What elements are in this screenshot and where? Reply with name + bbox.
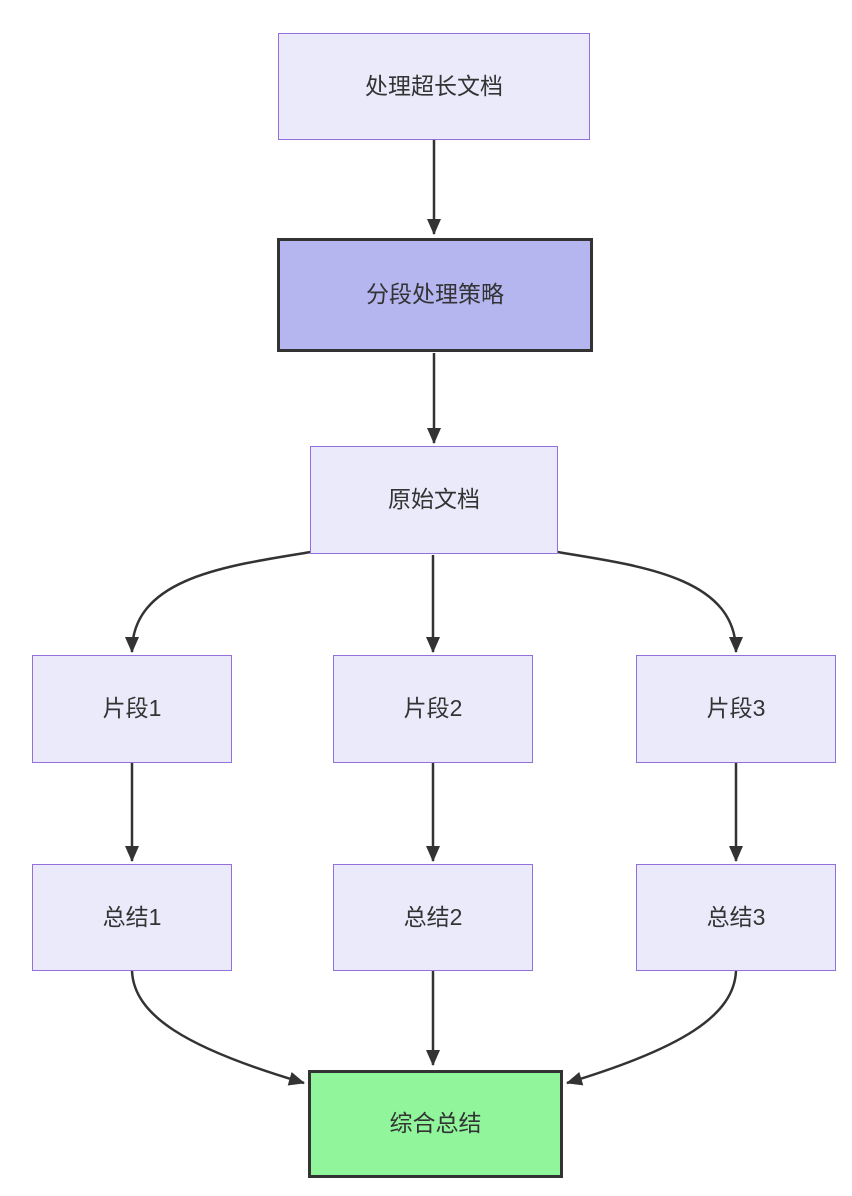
node-fragment-3-label: 片段3 xyxy=(706,695,766,722)
edge-sum3-final xyxy=(566,970,738,1086)
node-start-label: 处理超长文档 xyxy=(365,72,503,99)
node-strategy-label: 分段处理策略 xyxy=(366,281,504,308)
node-original-document: 原始文档 xyxy=(310,446,558,554)
edge-sum1-final xyxy=(130,970,305,1086)
node-summary-3-label: 总结3 xyxy=(706,903,766,930)
node-summary-3: 总结3 xyxy=(636,864,836,971)
node-fragment-3: 片段3 xyxy=(636,655,836,763)
node-fragment-2-label: 片段2 xyxy=(403,695,463,722)
node-summary-1: 总结1 xyxy=(32,864,232,971)
edge-doc-frag3 xyxy=(556,550,743,653)
node-original-document-label: 原始文档 xyxy=(388,486,480,513)
node-summary-2: 总结2 xyxy=(333,864,533,971)
node-strategy: 分段处理策略 xyxy=(277,238,593,352)
node-final-summary: 综合总结 xyxy=(308,1070,563,1178)
node-start: 处理超长文档 xyxy=(278,33,590,140)
node-final-summary-label: 综合总结 xyxy=(389,1110,482,1137)
node-fragment-1-label: 片段1 xyxy=(102,695,162,722)
node-fragment-2: 片段2 xyxy=(333,655,533,763)
node-fragment-1: 片段1 xyxy=(32,655,232,763)
node-summary-2-label: 总结2 xyxy=(403,903,463,930)
node-summary-1-label: 总结1 xyxy=(102,903,162,930)
edge-doc-frag1 xyxy=(125,550,312,653)
